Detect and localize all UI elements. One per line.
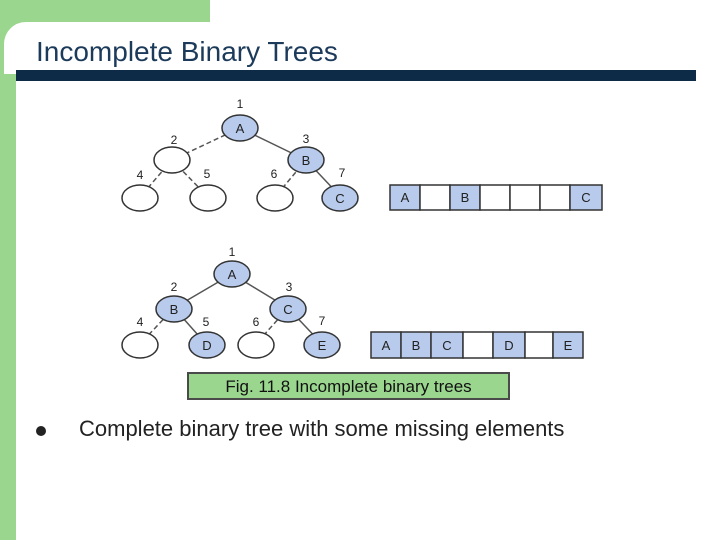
array-1-cell-4	[479, 184, 511, 211]
array-1-cell-7	[569, 184, 603, 211]
slide-title: Incomplete Binary Trees	[36, 36, 338, 67]
tree-2-node-3	[269, 295, 307, 323]
tree-2-node-1-label: A	[228, 267, 237, 282]
array-2-value-3: C	[442, 338, 451, 353]
tree-2-pos-4: 4	[137, 315, 144, 329]
tree-2-node-5	[188, 331, 226, 359]
tree-2-node-7-label: E	[318, 338, 327, 353]
bullet-marker	[36, 426, 46, 436]
tree-1-pos-7: 7	[339, 166, 346, 180]
array-2-cell-6	[524, 331, 554, 359]
array-1-cell-3	[449, 184, 481, 211]
tree-1-node-7	[321, 184, 359, 212]
tree-1-pos-5: 5	[204, 167, 211, 181]
array-2-value-5: D	[504, 338, 513, 353]
figure-caption: Fig. 11.8 Incomplete binary trees	[187, 372, 510, 400]
tree-1-node-3-label: B	[302, 153, 311, 168]
tree-1-node-3	[287, 146, 325, 174]
tree-2-node-3-label: C	[283, 302, 292, 317]
tree-1-node-5	[189, 184, 227, 212]
title-panel	[4, 22, 720, 74]
tree-2-node-6	[237, 331, 275, 359]
array-2-value-1: A	[382, 338, 391, 353]
tree-1-node-4	[121, 184, 159, 212]
tree-2-node-1	[213, 260, 251, 288]
array-2-cell-2	[400, 331, 432, 359]
array-2-value-7: E	[564, 338, 573, 353]
tree-2-node-2-label: B	[170, 302, 179, 317]
tree-2-pos-7: 7	[319, 314, 326, 328]
array-1-cell-2	[419, 184, 451, 211]
array-2-cell-1	[370, 331, 402, 359]
array-2-cell-5	[492, 331, 526, 359]
tree-1-node-2	[153, 146, 191, 174]
tree-1-pos-6: 6	[271, 167, 278, 181]
tree-1-pos-4: 4	[137, 168, 144, 182]
tree-2-node-7	[303, 331, 341, 359]
corner-tab	[0, 0, 210, 24]
tree-2-pos-5: 5	[203, 315, 210, 329]
tree-2-pos-3: 3	[286, 280, 293, 294]
title-underline	[16, 70, 696, 81]
tree-1-pos-1: 1	[237, 97, 244, 111]
array-1-cell-5	[509, 184, 541, 211]
array-2: A B C D E	[370, 331, 584, 359]
tree-1-node-1-label: A	[236, 121, 245, 136]
array-1-value-1: A	[401, 190, 410, 205]
tree-2-node-5-label: D	[202, 338, 211, 353]
tree-1-pos-3: 3	[303, 132, 310, 146]
tree-1-node-6	[256, 184, 294, 212]
array-2-cell-7	[552, 331, 584, 359]
array-1-cell-6	[539, 184, 571, 211]
tree-1-pos-2: 2	[171, 133, 178, 147]
array-2-cell-3	[430, 331, 464, 359]
tree-1-node-7-label: C	[335, 191, 344, 206]
array-1-value-7: C	[581, 190, 590, 205]
left-accent-bar	[0, 0, 16, 540]
tree-1: A B C 1 2 3 4 5 6 7	[121, 97, 359, 212]
tree-2-pos-6: 6	[253, 315, 260, 329]
tree-2: A B C D E 1 2 3 4 5 6 7	[121, 245, 341, 359]
array-1-value-3: B	[461, 190, 470, 205]
array-2-cell-4	[462, 331, 494, 359]
array-1: A B C	[389, 184, 603, 211]
bullet-text: Complete binary tree with some missing e…	[79, 416, 565, 441]
tree-2-node-2	[155, 295, 193, 323]
tree-2-pos-2: 2	[171, 280, 178, 294]
tree-1-node-1	[221, 114, 259, 142]
array-2-value-2: B	[412, 338, 421, 353]
tree-2-pos-1: 1	[229, 245, 236, 259]
tree-2-node-4	[121, 331, 159, 359]
